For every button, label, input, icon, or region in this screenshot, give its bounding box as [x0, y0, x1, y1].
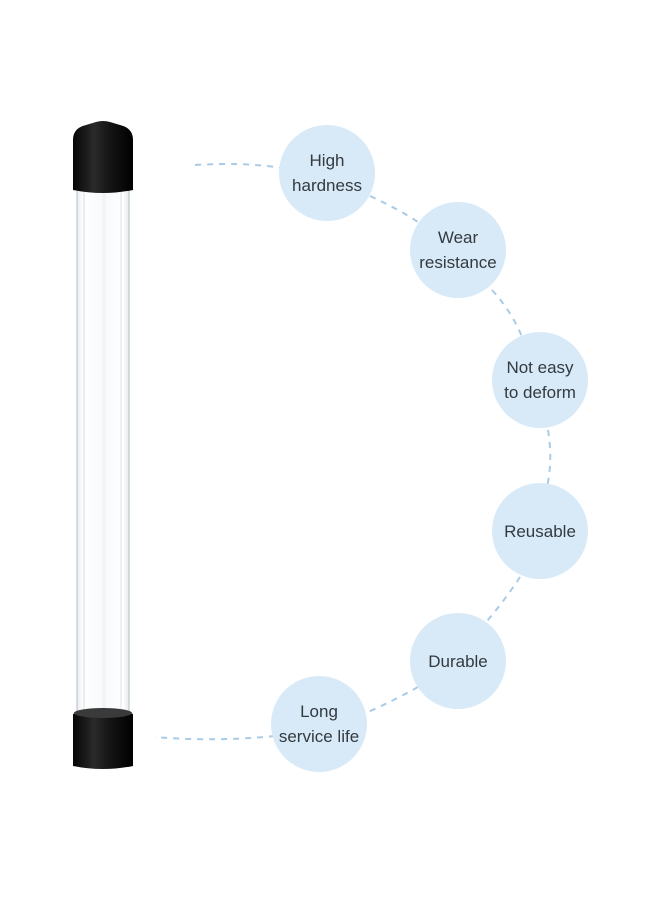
feature-badge-not-easy-to-deform: Not easy to deform — [492, 332, 588, 428]
feature-badge-high-hardness: High hardness — [279, 125, 375, 221]
feature-label: Wear resistance — [419, 228, 497, 272]
bottom-end-cap — [73, 710, 133, 769]
feature-label: Reusable — [504, 521, 576, 541]
top-end-cap — [73, 121, 133, 193]
feature-badge-reusable: Reusable — [492, 483, 588, 579]
feature-label: Durable — [428, 651, 488, 671]
feature-label: Not easy to deform — [504, 358, 576, 402]
feature-label: Long service life — [278, 702, 360, 746]
feature-badge-long-service-life: Long service life — [271, 676, 367, 772]
feature-badge-durable: Durable — [410, 613, 506, 709]
feature-label: High hardness — [292, 151, 362, 195]
feature-badge-wear-resistance: Wear resistance — [410, 202, 506, 298]
